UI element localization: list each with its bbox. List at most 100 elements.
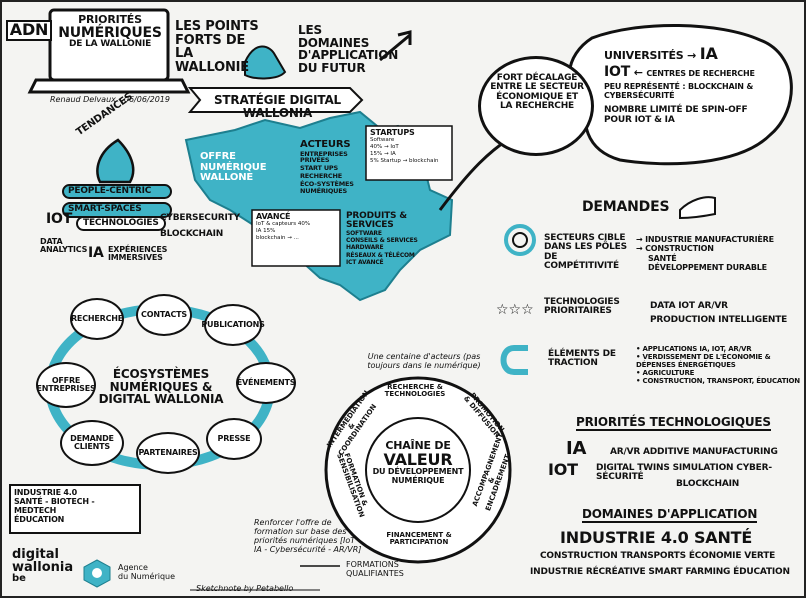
acteur-item: Éco-systèmes numériques	[300, 179, 354, 195]
centres-label: Centres de recherche	[646, 68, 755, 78]
formations-text: Formations qualifiantes	[346, 560, 404, 578]
chaine-note: Une centaine d'acteurs (pas toujours dan…	[367, 352, 481, 370]
traction-item: • Verdissement de l'économie & dépenses …	[636, 353, 771, 369]
eco-node: Contacts	[136, 294, 192, 336]
tech-prioritaires-label: Technologies prioritaires	[544, 297, 620, 317]
priorites-ia: IA	[566, 438, 587, 459]
traction-item: • Agriculture	[636, 369, 695, 378]
avances-card: Avancé IoT & capteurs 40% IA 15% blockch…	[256, 212, 338, 242]
domaines-app-big: Industrie 4.0 Santé	[560, 528, 753, 547]
secteur-item: Santé	[648, 253, 677, 263]
tech-prioritaires-items: Data IoT AR/VR	[650, 301, 728, 311]
domaines-futur-title: Les domaines d'application du futur	[298, 23, 399, 75]
stars-icon: ☆☆☆	[496, 302, 534, 318]
renforcer-text: Renforcer l'offre de formation sur base …	[254, 518, 362, 554]
demandes-title: Demandes	[582, 199, 670, 215]
secteur-item: Développement durable	[648, 263, 767, 273]
startup-line: 15% → IA	[370, 151, 396, 158]
traction-list: • Applications IA, IoT, AR/VR • Verdisse…	[636, 345, 802, 387]
digital-wallonia-logo: digital wallonia be	[12, 547, 74, 584]
acteur-item: Entreprises privées	[300, 149, 348, 165]
domaines-app-title: Domaines d'application	[582, 507, 758, 523]
eco-node: Partenaires	[136, 432, 200, 474]
priorites-tech-title: Priorités technologiques	[576, 415, 771, 431]
produit-item: Conseils & services	[346, 237, 418, 245]
acteur-item: Start ups	[300, 164, 338, 173]
startup-line: Software	[370, 137, 395, 144]
title-line: Numériques	[58, 24, 162, 41]
decalage-details: Universités → IA IoT ← Centres de recher…	[604, 45, 800, 125]
traction-item: • Construction, transport, éducation	[636, 377, 800, 386]
produit-item: Software	[346, 229, 382, 237]
chaine-segment: Recherche & technologies	[384, 383, 446, 398]
industrie-line: Santé - Biotech - Medtech	[14, 497, 95, 515]
secteurs-list: → Industrie manufacturière → Constructio…	[636, 235, 802, 274]
eco-node: Presse	[206, 418, 262, 460]
traction-item: • Applications IA, IoT, AR/VR	[636, 345, 752, 353]
sketchnote-credit: Sketchnote by Petabello	[196, 584, 294, 593]
adn-label: ADN	[6, 20, 52, 41]
tech-prioritaires-items2: Production intelligente	[650, 315, 788, 325]
iot-label: IoT	[604, 63, 631, 80]
data-label: Data Analytics	[40, 237, 88, 255]
chaine-segment: Financement & participation	[386, 531, 452, 546]
produits-block: Produits & services Software Conseils & …	[346, 211, 436, 267]
secteurs-label: Secteurs cible dans les pôles de compéti…	[544, 233, 627, 272]
title-line: Priorités	[78, 13, 142, 26]
secteur-item: → Construction	[636, 244, 714, 254]
eco-node: Demande clients	[60, 420, 124, 466]
produits-title: Produits & services	[346, 211, 407, 231]
trend-item: People-Centric	[62, 184, 172, 200]
priorites-line: AR/VR Additive Manufacturing	[610, 447, 778, 457]
agence-logo: Agence du Numérique	[118, 563, 176, 581]
peu-items: blockchain & Cybersécurité	[604, 82, 754, 100]
domaines-app-line: Construction Transports Économie verte	[540, 551, 776, 561]
acteurs-title: Acteurs	[300, 139, 351, 150]
acteur-item: Recherche	[300, 171, 342, 180]
priorites-iot: IoT	[548, 460, 578, 479]
peu-label: Peu représenté :	[604, 82, 686, 92]
produit-item: ICT avancé	[346, 259, 384, 267]
traction-label: Éléments de traction	[548, 349, 616, 369]
secteur-item: → Industrie manufacturière	[636, 235, 774, 244]
strategie-banner: Stratégie Digital Wallonia	[213, 93, 342, 120]
industrie-box: Industrie 4.0 Santé - Biotech - Medtech …	[14, 488, 138, 526]
author-credit: Renaud Delvaux - 06/06/2019	[50, 95, 170, 104]
ecosysteme-center: Écosystèmes numériques & Digital Walloni…	[98, 367, 224, 407]
startup-line: 5% Startup → blockchain	[370, 158, 439, 165]
technologies-label: Technologies	[76, 216, 166, 232]
priorites-line: Blockchain	[676, 479, 740, 489]
eco-node: Recherche	[70, 298, 124, 340]
offre-numerique: Offre numérique wallone	[200, 151, 267, 183]
cyber-label: Cybersecurity	[160, 213, 240, 223]
avances-title: Avancé	[256, 212, 291, 221]
avance-line: blockchain → ...	[256, 235, 299, 242]
chaine-center: Chaîne de valeur du développement numéri…	[370, 440, 466, 485]
blockchain-label: Blockchain	[160, 229, 224, 239]
startups-title: Startups	[370, 128, 415, 137]
startups-card: Startups Software 40% → IoT 15% → IA 5% …	[370, 128, 450, 165]
eco-node: Offre entreprises	[36, 362, 96, 408]
startup-line: 40% → IoT	[370, 144, 399, 151]
iot-label: IoT	[46, 211, 73, 227]
title-line: de la Wallonie	[68, 39, 152, 50]
domaines-app-line: Industrie récréative Smart Farming Éduca…	[530, 567, 790, 577]
chaine-line: valeur	[383, 449, 453, 469]
eco-node: Événements	[236, 362, 296, 404]
decalage-text: Fort décalage entre le secteur économiqu…	[490, 73, 584, 112]
decalage-bubble	[478, 56, 594, 156]
avance-line: IoT & capteurs 40%	[256, 221, 311, 228]
spinoff-text: Nombre limité de spin-off pour IoT & IA	[604, 105, 748, 125]
logo-mark-icon	[83, 559, 111, 588]
chaine-line: Chaîne de	[385, 439, 451, 452]
produit-item: Réseaux & télécom	[346, 251, 415, 259]
tendances-list: People-Centric Smart-Spaces	[62, 184, 172, 218]
industrie-line: Industrie 4.0	[14, 488, 77, 497]
univ-label: Universités	[604, 49, 684, 62]
avance-line: IA 15%	[256, 228, 276, 235]
page-title: Priorités Numériques de la Wallonie	[58, 14, 162, 50]
experiences-label: Expériences immersives	[108, 245, 168, 263]
acteurs-block: Acteurs Entreprises privées Start ups Re…	[300, 139, 374, 195]
industrie-line: Éducation	[14, 515, 65, 525]
